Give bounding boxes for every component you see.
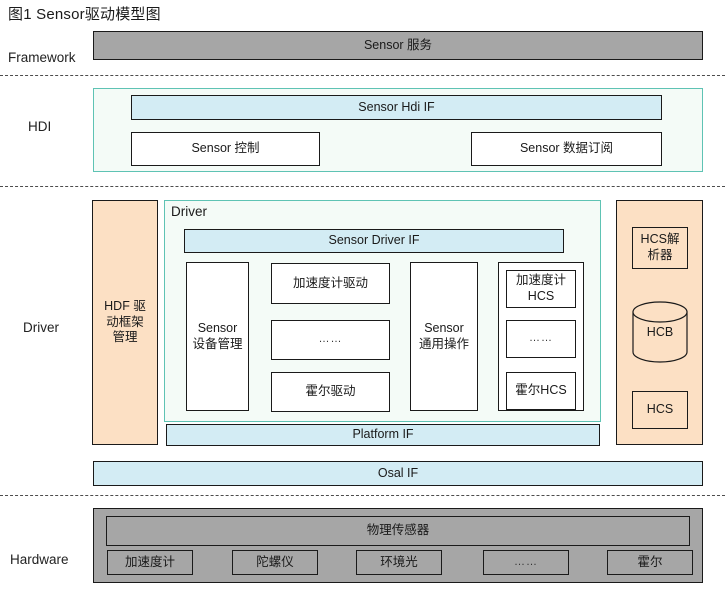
- divider-framework-hdi: [0, 75, 725, 76]
- hardware-sensor-ambient-light[interactable]: 环境光: [356, 550, 442, 575]
- sensor-common-operations-box[interactable]: Sensor 通用操作: [410, 262, 478, 411]
- platform-if-box[interactable]: Platform IF: [166, 424, 600, 446]
- hcs-item-hall[interactable]: 霍尔HCS: [506, 372, 576, 410]
- hcs-acc-line-1: 加速度计: [515, 273, 566, 288]
- driver-item-ellipsis[interactable]: ……: [271, 320, 390, 360]
- hcs-item-accelerometer[interactable]: 加速度计 HCS: [506, 270, 576, 308]
- device-manager-line-2: 设备管理: [192, 336, 243, 351]
- hdf-line-1: HDF 驱: [104, 299, 146, 314]
- sensor-driver-if-box[interactable]: Sensor Driver IF: [184, 229, 564, 253]
- common-ops-line-2: 通用操作: [418, 336, 469, 351]
- driver-item-hall[interactable]: 霍尔驱动: [271, 372, 390, 412]
- hardware-sensor-hall[interactable]: 霍尔: [607, 550, 693, 575]
- hardware-sensor-accelerometer[interactable]: 加速度计: [107, 550, 193, 575]
- layer-label-hardware: Hardware: [10, 552, 69, 567]
- hcs-parser-line-1: HCS解: [640, 232, 680, 247]
- sensor-data-subscribe-box[interactable]: Sensor 数据订阅: [471, 132, 662, 166]
- hcs-acc-line-2: HCS: [527, 289, 555, 303]
- sensor-service-box[interactable]: Sensor 服务: [93, 31, 703, 60]
- physical-sensors-box[interactable]: 物理传感器: [106, 516, 690, 546]
- osal-if-box[interactable]: Osal IF: [93, 461, 703, 486]
- hdf-driver-framework-box[interactable]: HDF 驱 动框架 管理: [92, 200, 158, 445]
- layer-label-hdi: HDI: [28, 119, 52, 134]
- sensor-device-manager-box[interactable]: Sensor 设备管理: [186, 262, 249, 411]
- hcs-item-ellipsis[interactable]: ……: [506, 320, 576, 358]
- layer-label-framework: Framework: [8, 50, 76, 65]
- figure-caption: 图1 Sensor驱动模型图: [8, 6, 161, 23]
- hardware-sensor-ellipsis[interactable]: ……: [483, 550, 569, 575]
- sensor-control-box[interactable]: Sensor 控制: [131, 132, 320, 166]
- device-manager-line-1: Sensor: [197, 320, 238, 335]
- hcs-box[interactable]: HCS: [632, 391, 688, 429]
- hdf-line-2: 动框架: [106, 314, 144, 329]
- hardware-sensor-gyroscope[interactable]: 陀螺仪: [232, 550, 318, 575]
- driver-item-accelerometer[interactable]: 加速度计驱动: [271, 263, 390, 304]
- hcb-cylinder[interactable]: HCB: [632, 301, 688, 363]
- divider-hdi-driver: [0, 186, 725, 187]
- common-ops-line-1: Sensor: [424, 320, 464, 335]
- hdf-line-3: 管理: [112, 330, 138, 345]
- layer-label-driver: Driver: [23, 320, 59, 335]
- hcs-parser-line-2: 析器: [647, 248, 673, 262]
- hcb-label: HCB: [646, 325, 674, 339]
- divider-driver-hardware: [0, 495, 725, 496]
- driver-container-label: Driver: [171, 204, 207, 219]
- hcs-parser-box[interactable]: HCS解 析器: [632, 227, 688, 269]
- sensor-hdi-if-box[interactable]: Sensor Hdi IF: [131, 95, 662, 120]
